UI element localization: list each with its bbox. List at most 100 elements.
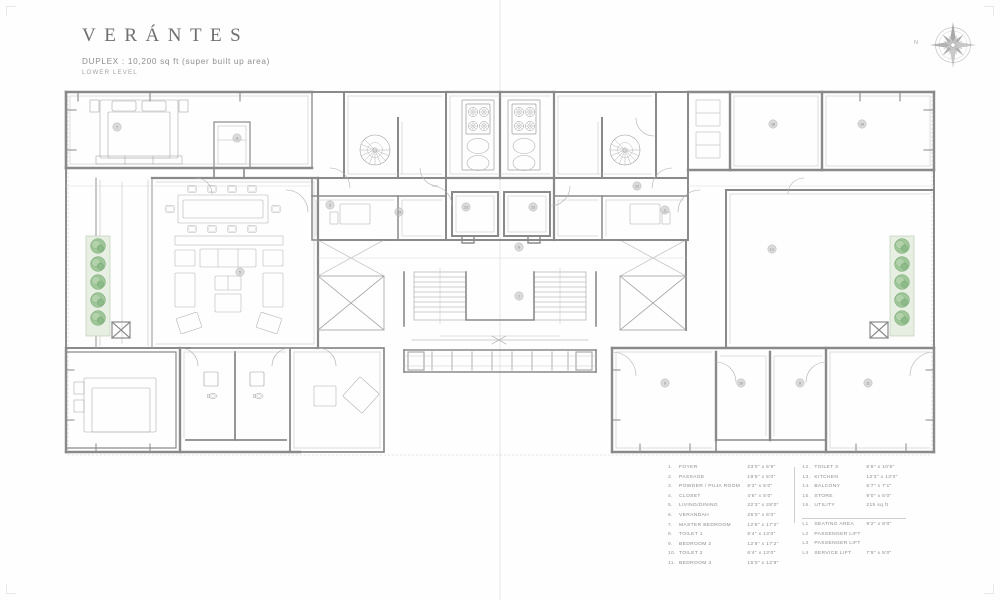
legend-row-name: TOILET 1 <box>679 532 703 538</box>
room-number-marker <box>857 119 867 129</box>
room-number-marker <box>232 133 242 143</box>
legend-row: 13.KITCHEN 12'3" x 13'0" <box>802 474 918 486</box>
legend-column-right: 12.TOILET 3 6'8" x 10'6" 13.KITCHEN 12'3" x… <box>790 465 918 572</box>
legend-row-dimension: 9'0" x 5'0" <box>866 493 892 499</box>
legend-row-dimension: 6'3" x 5'0" <box>747 484 773 490</box>
room-number-marker <box>325 200 335 210</box>
compass-rose-icon <box>930 22 976 68</box>
legend-row-number: 13. <box>802 474 811 480</box>
compass-rose: N <box>914 14 982 76</box>
legend-row-name: BEDROOM 2 <box>679 541 712 547</box>
room-number-marker <box>660 205 670 215</box>
room-number-label: 15 <box>397 211 401 215</box>
room-number-marker <box>863 378 873 388</box>
legend-row-number: 7. <box>668 522 673 528</box>
legend-row-dimension: 7'9" x 5'0" <box>866 550 892 556</box>
room-number-marker <box>795 378 805 388</box>
legend-row: 15.STORE 9'0" x 5'0" <box>802 493 918 505</box>
room-number-label: 14 <box>860 123 864 127</box>
legend-row-name: PASSENGER LIFT <box>814 541 861 547</box>
room-number-label: 13 <box>464 206 468 210</box>
corner-mark <box>6 584 16 594</box>
legend-row: L2 PASSENGER LIFT <box>802 531 918 543</box>
legend-row-number: L4 <box>802 550 809 556</box>
legend-row-name: CLOSET <box>679 493 701 499</box>
legend-row-number: 15. <box>802 493 811 499</box>
legend-row-name: SERVICE LIFT <box>814 550 852 556</box>
legend-row-dimension: 12'3" x 13'0" <box>866 474 898 480</box>
room-number-marker <box>461 202 471 212</box>
legend-row-number: L2 <box>802 531 809 537</box>
legend-row-dimension: 6'4" x 13'0" <box>747 551 776 557</box>
page-fold-line <box>499 0 501 600</box>
legend-row-dimension: 4'6" x 5'0" <box>747 493 773 499</box>
legend-row-number: 1. <box>668 465 673 470</box>
room-number-label: L1 <box>770 248 774 252</box>
legend-row-name: BEDROOM 3 <box>679 560 712 566</box>
room-number-marker <box>514 291 524 301</box>
legend-row-name: TOILET 3 <box>814 465 839 470</box>
legend-row-number: L3 <box>802 541 809 547</box>
legend-row-dimension: 23'0" x 5'9" <box>747 465 776 470</box>
corner-mark <box>6 6 16 16</box>
legend-row-name: VERANDAH <box>679 512 709 518</box>
legend-row: L3 PASSENGER LIFT <box>802 541 918 552</box>
legend-row-name: STORE <box>814 493 833 499</box>
legend-row-dimension: 12'9" x 17'2" <box>747 522 779 528</box>
legend-row-name: POWDER / PUJA ROOM <box>679 484 741 490</box>
title-block: VERÁNTES DUPLEX : 10,200 sq ft (super bu… <box>82 26 270 76</box>
legend-row: L1 SEATING AREA 9'2" x 8'0" <box>802 521 918 533</box>
room-number-label: 3 <box>329 204 331 208</box>
room-number-marker <box>768 119 778 129</box>
legend-row-dimension: 25'0" x 6'0" <box>747 512 776 518</box>
legend-row-number: 10. <box>668 551 676 557</box>
legend-row-number: 12. <box>802 465 811 470</box>
room-number-label: 10 <box>739 382 743 386</box>
legend-row-dimension: 19'6" x 5'0" <box>747 474 776 480</box>
legend-row-dimension: 15'0" x 12'9" <box>747 560 779 566</box>
legend-row-name: PASSENGER LIFT <box>814 531 861 537</box>
plan-level-label: LOWER LEVEL <box>82 69 138 76</box>
room-number-label: 13 <box>531 206 535 210</box>
legend-row-dimension: 9'2" x 8'0" <box>866 521 892 527</box>
room-number-label: 4 <box>236 137 238 141</box>
room-number-label: 12 <box>635 185 639 189</box>
legend-row-name: SEATING AREA <box>814 521 855 527</box>
legend-row-dimension: 6'8" x 10'6" <box>866 465 895 470</box>
legend-row-name: KITCHEN <box>814 474 839 480</box>
room-number-marker <box>660 378 670 388</box>
legend-row-number: 2. <box>668 474 673 480</box>
legend-row: 4. CLOSET 4'6" x 5'0" <box>668 493 790 505</box>
legend-row-number: 4. <box>668 493 673 499</box>
legend-row-dimension: 6'7" x 7'1" <box>866 484 892 490</box>
room-number-marker <box>736 378 746 388</box>
legend-row-number: 11. <box>668 560 676 566</box>
legend-row-number: 14. <box>802 484 811 490</box>
legend-row-number: L1 <box>802 521 809 527</box>
legend-row-dimension: 22'3" x 28'0" <box>747 503 779 509</box>
room-number-label: 2 <box>664 209 666 213</box>
corner-mark <box>984 6 994 16</box>
room-number-marker <box>394 207 404 217</box>
compass-north-label: N <box>914 40 919 46</box>
room-number-marker <box>632 181 642 191</box>
room-number-label: 7 <box>116 126 118 130</box>
legend-row-number: 16. <box>802 503 811 509</box>
plan-subtitle: DUPLEX : 10,200 sq ft (super built up ar… <box>82 57 271 66</box>
legend-row-number: 9. <box>668 541 673 547</box>
legend-row-number: 8. <box>668 532 673 538</box>
room-number-label: 16 <box>771 123 775 127</box>
legend-row: 12.TOILET 3 6'8" x 10'6" <box>802 465 918 476</box>
